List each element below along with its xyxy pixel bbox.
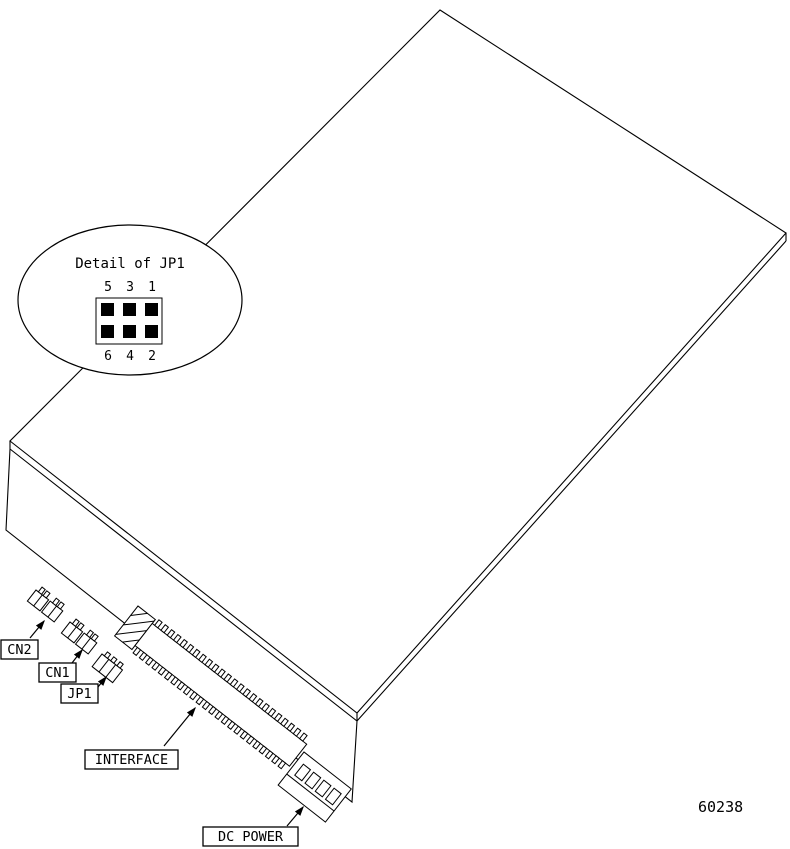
cn1-label: CN1 [45, 665, 69, 681]
cn1-pin [85, 629, 95, 639]
dc-power-pin [294, 763, 312, 782]
cn2-pin [42, 590, 51, 599]
cn1-pin [76, 622, 85, 631]
cn1-connector [60, 618, 99, 655]
interface-body [134, 622, 308, 767]
jumper-pin [145, 325, 158, 338]
dc-power-connector [277, 751, 352, 823]
jp1-callout-box [60, 683, 99, 704]
cn2-pin [56, 601, 65, 610]
jumper-pin [123, 303, 136, 316]
jp1-pin-number-bottom: 4 [126, 349, 134, 364]
jp1-label: JP1 [67, 686, 91, 702]
interface-teeth-top [153, 619, 308, 742]
dc-power-callout-box [202, 826, 299, 847]
cn2-pin [37, 586, 46, 596]
jp1-pin-number-bottom: 2 [148, 349, 156, 364]
interface-teeth-bottom [132, 646, 287, 770]
jumper-pin [101, 303, 114, 316]
cn1-pin [90, 633, 99, 642]
dc-power-callout: DC POWER [202, 806, 304, 847]
interface-label: INTERFACE [95, 752, 168, 768]
jp1-pin [116, 661, 124, 669]
cn1-callout-box [38, 662, 77, 683]
jumper-pin [145, 303, 158, 316]
jp1-pin [103, 651, 112, 660]
cn2-connector [26, 586, 65, 623]
figure-number: 60238 [698, 798, 743, 816]
cn2-label: CN2 [7, 642, 31, 658]
cn1-pin [71, 618, 80, 628]
jp1-callout: JP1 [60, 676, 107, 704]
detail-bubble: Detail of JP1 5 3 1 6 4 2 [17, 224, 243, 376]
cn2-callout-box [0, 639, 39, 660]
jp1-pin-number-bottom: 6 [104, 349, 112, 364]
interface-callout-box [84, 749, 179, 770]
cn2-pin [51, 597, 61, 607]
jp1-pin-number-top: 3 [126, 280, 134, 295]
dc-power-label: DC POWER [218, 829, 284, 845]
jumper-pin [123, 325, 136, 338]
dc-power-pin [314, 779, 332, 798]
interface-callout: INTERFACE [84, 707, 196, 770]
jp1-pin-number-top: 1 [148, 280, 156, 295]
jp1-pin-number-top: 5 [104, 280, 112, 295]
dc-power-pin [304, 771, 322, 790]
cn1-callout: CN1 [38, 649, 83, 683]
interface-connector [113, 605, 308, 770]
dc-power-pin [324, 787, 342, 806]
cn1-callout-arrow [73, 649, 83, 659]
jp1-pin [109, 656, 118, 664]
jp1-callout-arrow [97, 676, 107, 686]
detail-bubble-title: Detail of JP1 [75, 256, 185, 272]
enclosure-outline [5, 9, 787, 804]
jumper-pin [101, 325, 114, 338]
enclosure-lid-edges [9, 233, 787, 722]
jp1-jumper-block [91, 651, 124, 684]
cn2-callout: CN2 [0, 620, 45, 660]
